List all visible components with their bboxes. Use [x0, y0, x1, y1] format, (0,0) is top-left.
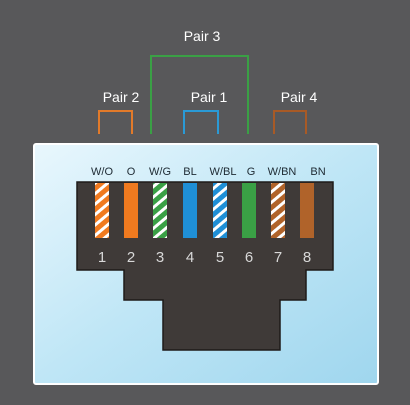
wires — [95, 183, 314, 238]
pair-4-bracket — [273, 110, 307, 134]
pair-2-bracket — [98, 110, 133, 134]
wire-4 — [183, 183, 197, 238]
pair-4-label: Pair 4 — [281, 89, 318, 105]
port-opening — [76, 181, 334, 351]
wire-1-abbr: W/O — [91, 166, 113, 178]
pin-2-number: 2 — [127, 249, 135, 266]
pin-3-number: 3 — [156, 249, 164, 266]
wire-2-abbr: O — [127, 166, 136, 178]
pair-2-label: Pair 2 — [103, 89, 140, 105]
wire-5-abbr: W/BL — [210, 166, 237, 178]
pin-6-number: 6 — [245, 249, 253, 266]
wire-4-abbr: BL — [183, 166, 196, 178]
pin-7-number: 7 — [274, 249, 282, 266]
pair-1-bracket — [183, 110, 219, 134]
wire-7-abbr: W/BN — [268, 166, 297, 178]
pair-1-label: Pair 1 — [191, 89, 228, 105]
wire-3 — [153, 183, 167, 238]
wire-5 — [213, 183, 227, 238]
wire-2 — [124, 183, 138, 238]
pin-8-number: 8 — [303, 249, 311, 266]
wire-8-abbr: BN — [310, 166, 325, 178]
wire-3-abbr: W/G — [149, 166, 171, 178]
wire-1 — [95, 183, 109, 238]
wire-6 — [242, 183, 256, 238]
wire-6-abbr: G — [247, 166, 256, 178]
pin-5-number: 5 — [216, 249, 224, 266]
pair-3-bracket — [150, 55, 249, 134]
wire-7 — [271, 183, 285, 238]
pin-4-number: 4 — [186, 249, 194, 266]
pin-1-number: 1 — [98, 249, 106, 266]
wire-8 — [300, 183, 314, 238]
pair-3-label: Pair 3 — [184, 28, 221, 44]
